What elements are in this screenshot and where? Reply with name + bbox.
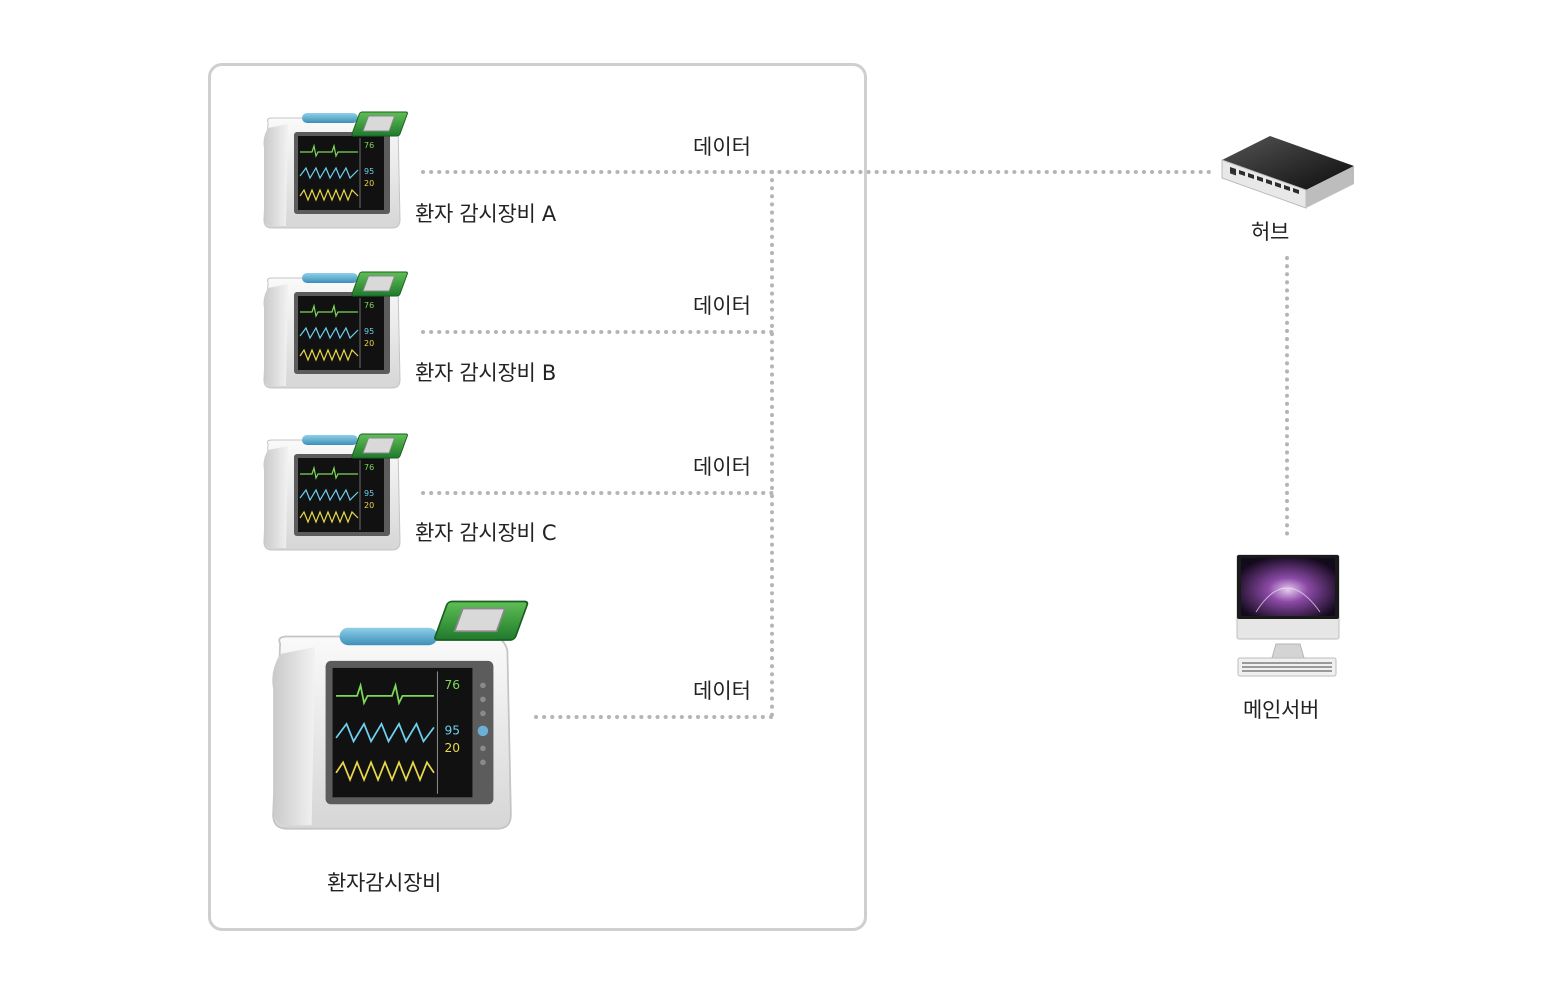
chip-icon <box>351 111 408 137</box>
spo2-readout-c: 95 <box>364 489 374 498</box>
hr-readout-b: 76 <box>364 301 374 310</box>
data-label-main: 데이터 <box>693 679 751 703</box>
patient-monitor-main: 76 95 20 <box>266 598 546 852</box>
resp-readout-main: 20 <box>444 741 460 755</box>
hub-label: 허브 <box>1251 220 1290 244</box>
device-label-b: 환자 감시장비 B <box>415 361 556 385</box>
data-label-a: 데이터 <box>693 135 751 159</box>
hub-icon <box>1218 132 1358 218</box>
spo2-readout-main: 95 <box>444 723 460 737</box>
spo2-readout-a: 95 <box>364 167 374 176</box>
device-label-a: 환자 감시장비 A <box>415 202 556 226</box>
data-label-c: 데이터 <box>693 455 751 479</box>
patient-monitor-b: 76 95 20 <box>260 268 420 400</box>
hr-readout-c: 76 <box>364 463 374 472</box>
server-icon <box>1236 554 1340 684</box>
data-label-b: 데이터 <box>693 294 751 318</box>
chip-icon <box>351 271 408 297</box>
chip-icon <box>434 600 529 641</box>
patient-monitor-c: 76 95 20 <box>260 430 420 562</box>
hr-readout-main: 76 <box>444 678 460 692</box>
spo2-readout-b: 95 <box>364 327 374 336</box>
resp-readout-c: 20 <box>364 501 374 510</box>
device-label-c: 환자 감시장비 C <box>415 521 557 545</box>
device-group-box <box>208 63 867 931</box>
hr-readout-a: 76 <box>364 141 374 150</box>
patient-monitor-a: 76 95 20 <box>260 108 420 240</box>
server-label: 메인서버 <box>1243 698 1320 722</box>
chip-icon <box>351 433 408 459</box>
resp-readout-a: 20 <box>364 179 374 188</box>
device-label-main: 환자감시장비 <box>327 871 442 895</box>
resp-readout-b: 20 <box>364 339 374 348</box>
